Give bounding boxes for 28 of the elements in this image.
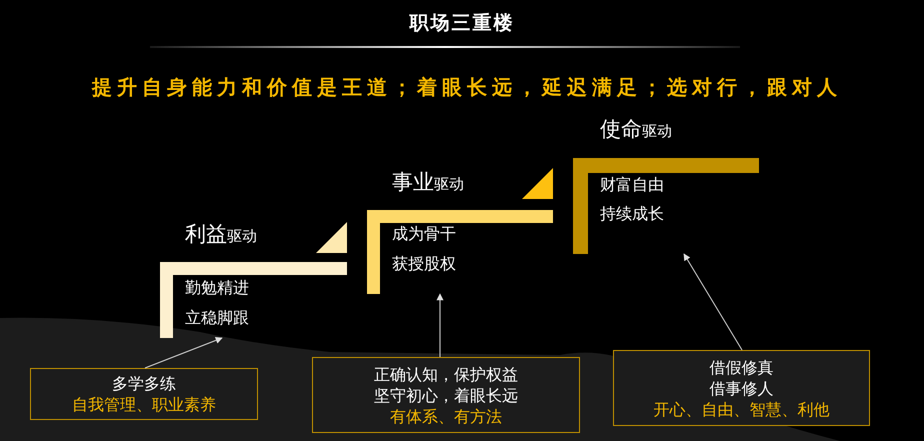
diagram-title: 职场三重楼: [408, 11, 516, 36]
arrow: [144, 337, 223, 368]
info-text: 正确认知，保护权益: [374, 364, 518, 384]
info-text: 借假修真: [710, 356, 774, 378]
info-box: [613, 350, 870, 426]
info-text: 开心、自由、智慧、利他: [654, 398, 830, 420]
arrow: [436, 293, 444, 358]
step-heading: 事业: [392, 169, 434, 196]
info-text: 借事修人: [710, 378, 774, 398]
info-text: 多学多练: [112, 373, 176, 394]
step-text: 成为骨干: [392, 224, 456, 245]
info-text: 有体系、有方法: [390, 406, 502, 426]
step-text: 财富自由: [600, 175, 664, 196]
info-box: [30, 368, 258, 420]
arrow: [684, 253, 742, 350]
step-text: 持续成长: [600, 204, 664, 225]
subtitle-text: 提升自身能力和价值是王道；着眼长远，延迟满足；选对行，跟对人: [90, 74, 843, 101]
step-heading-suffix: 驱动: [434, 175, 464, 194]
step-heading: 使命: [600, 116, 642, 143]
step-text: 勤勉精进: [185, 278, 249, 299]
step-heading-suffix: 驱动: [642, 122, 672, 141]
step-text: 立稳脚跟: [185, 308, 249, 329]
step-heading: 利益: [185, 221, 227, 248]
info-text: 自我管理、职业素养: [72, 394, 216, 415]
step-text: 获授股权: [392, 254, 456, 275]
info-text: 坚守初心，着眼长远: [374, 384, 518, 406]
step-heading-suffix: 驱动: [227, 227, 257, 246]
info-box: [312, 357, 580, 433]
